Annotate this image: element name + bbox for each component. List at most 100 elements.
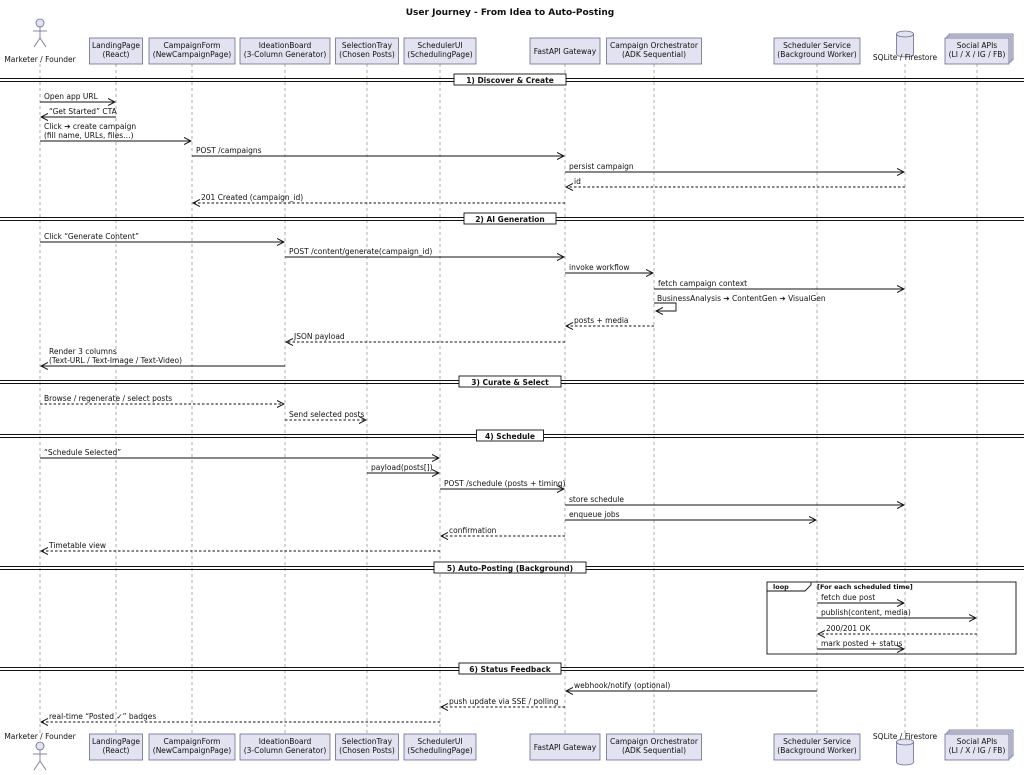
database-icon: [896, 738, 914, 766]
participant-form-top: CampaignForm(NewCampaignPage): [148, 37, 236, 65]
participant-orch-top: Campaign Orchestrator(ADK Sequential): [606, 37, 702, 65]
participant-label: LandingPage: [92, 41, 140, 50]
participant-schedui-top: SchedulerUI(SchedulingPage): [403, 37, 477, 65]
section-divider: 2) AI Generation: [0, 212, 1024, 225]
participant-box: [529, 37, 601, 65]
message: BusinessAnalysis ➔ ContentGen ➔ VisualGe…: [654, 294, 826, 311]
message-label: Click “Generate Content”: [44, 232, 139, 241]
message-label: real-time “Posted ✓” badges: [49, 712, 156, 721]
message: invoke workflow: [565, 263, 653, 273]
message-label: confirmation: [449, 526, 497, 535]
message: Open app URL: [40, 92, 115, 102]
participant-label: FastAPI Gateway: [534, 47, 597, 56]
participant-tray-bottom: SelectionTray(Chosen Posts): [335, 733, 399, 761]
participant-label: SelectionTray: [342, 41, 393, 50]
message: publish(content, media): [817, 608, 976, 618]
participant-social-bottom: Social APIs(LI / X / IG / FB): [944, 729, 1014, 761]
message-label: (Text-URL / Text-Image / Text-Video): [49, 356, 182, 365]
section-divider: 4) Schedule: [0, 429, 1024, 442]
participant-label: (React): [102, 50, 129, 59]
participant-label: SelectionTray: [342, 737, 393, 746]
message: 200/201 OK: [818, 624, 977, 634]
section-label: 2) AI Generation: [475, 215, 545, 224]
participant-box: [403, 37, 477, 65]
message-label: “Get Started” CTA: [49, 107, 118, 116]
participant-box: [335, 733, 399, 761]
message: webhook/notify (optional): [566, 681, 817, 691]
message: mark posted + status: [817, 639, 904, 649]
participant-box: [335, 37, 399, 65]
participant-box: [148, 37, 236, 65]
actor-icon: [35, 741, 45, 751]
participant-label: SchedulerUI: [417, 737, 462, 746]
participant-label: IdeationBoard: [259, 737, 312, 746]
participant-board-top: IdeationBoard(3-Column Generator): [239, 37, 331, 65]
participant-user-top: Marketer / Founder: [4, 18, 77, 64]
message: posts + media: [566, 316, 654, 326]
message-arrow: [654, 302, 677, 311]
message-label: POST /schedule (posts + timing): [444, 479, 566, 488]
message: id: [566, 177, 905, 187]
participant-db-top: SQLite / Firestore: [873, 30, 937, 62]
participant-label: Social APIs: [957, 41, 997, 50]
participant-api-top: FastAPI Gateway: [529, 37, 601, 65]
loop-keyword: loop: [773, 583, 789, 591]
participant-label: (ADK Sequential): [622, 50, 686, 59]
message: Send selected posts: [285, 410, 366, 420]
participant-label: LandingPage: [92, 737, 140, 746]
section-divider: 5) Auto-Posting (Background): [0, 561, 1024, 574]
participant-label: CampaignForm: [164, 41, 221, 50]
participant-label: (SchedulingPage): [407, 50, 473, 59]
section-label: 1) Discover & Create: [466, 76, 554, 85]
participant-schedui-bottom: SchedulerUI(SchedulingPage): [403, 733, 477, 761]
participant-label: (ADK Sequential): [622, 746, 686, 755]
participant-label: (SchedulingPage): [407, 746, 473, 755]
loop-frame: loop [For each scheduled time]: [766, 581, 1017, 655]
participant-box: [773, 37, 861, 65]
section-divider: 6) Status Feedback: [0, 662, 1024, 675]
participant-box: [773, 733, 861, 761]
participant-label: CampaignForm: [164, 737, 221, 746]
participant-label: Social APIs: [957, 737, 997, 746]
message: real-time “Posted ✓” badges: [41, 712, 440, 722]
participant-label: (Chosen Posts): [339, 50, 395, 59]
message: fetch campaign context: [654, 279, 904, 289]
participant-box: [148, 733, 236, 761]
participant-label: SQLite / Firestore: [873, 732, 938, 741]
message: Click “Generate Content”: [40, 232, 284, 242]
participant-label: (Background Worker): [777, 746, 856, 755]
participant-social-top: Social APIs(LI / X / IG / FB): [944, 33, 1014, 65]
participant-label: (3-Column Generator): [244, 746, 327, 755]
participant-label: FastAPI Gateway: [534, 743, 597, 752]
participant-label: Campaign Orchestrator: [610, 41, 699, 50]
message-label: publish(content, media): [821, 608, 911, 617]
participant-box: [89, 733, 143, 761]
message: 201 Created (campaign_id): [193, 193, 565, 203]
loop-condition: [For each scheduled time]: [817, 583, 913, 591]
participant-label: (LI / X / IG / FB): [949, 50, 1006, 59]
message-label: Click ➔ create campaign: [44, 122, 136, 131]
participant-form-bottom: CampaignForm(NewCampaignPage): [148, 733, 236, 761]
message-label: POST /campaigns: [196, 146, 262, 155]
message-label: persist campaign: [569, 162, 634, 171]
section-label: 3) Curate & Select: [471, 378, 549, 387]
participant-label: (React): [102, 746, 129, 755]
message: “Get Started” CTA: [41, 107, 118, 117]
message: Click ➔ create campaign(fill name, URLs,…: [40, 122, 191, 141]
participant-label: (LI / X / IG / FB): [949, 746, 1006, 755]
message-label: store schedule: [569, 495, 624, 504]
participant-box: [606, 733, 702, 761]
message: payload(posts[]): [367, 463, 439, 473]
message-label: fetch campaign context: [658, 279, 747, 288]
message-label: 201 Created (campaign_id): [201, 193, 303, 202]
participant-label: Marketer / Founder: [4, 55, 76, 64]
participant-box: [529, 733, 601, 761]
database-icon: [896, 30, 914, 58]
participant-label: IdeationBoard: [259, 41, 312, 50]
message: confirmation: [441, 526, 565, 536]
message: JSON payload: [286, 332, 565, 342]
message: “Schedule Selected”: [40, 448, 439, 458]
message: push update via SSE / polling: [441, 697, 565, 707]
participant-label: Marketer / Founder: [4, 732, 76, 741]
message-label: 200/201 OK: [826, 624, 871, 633]
